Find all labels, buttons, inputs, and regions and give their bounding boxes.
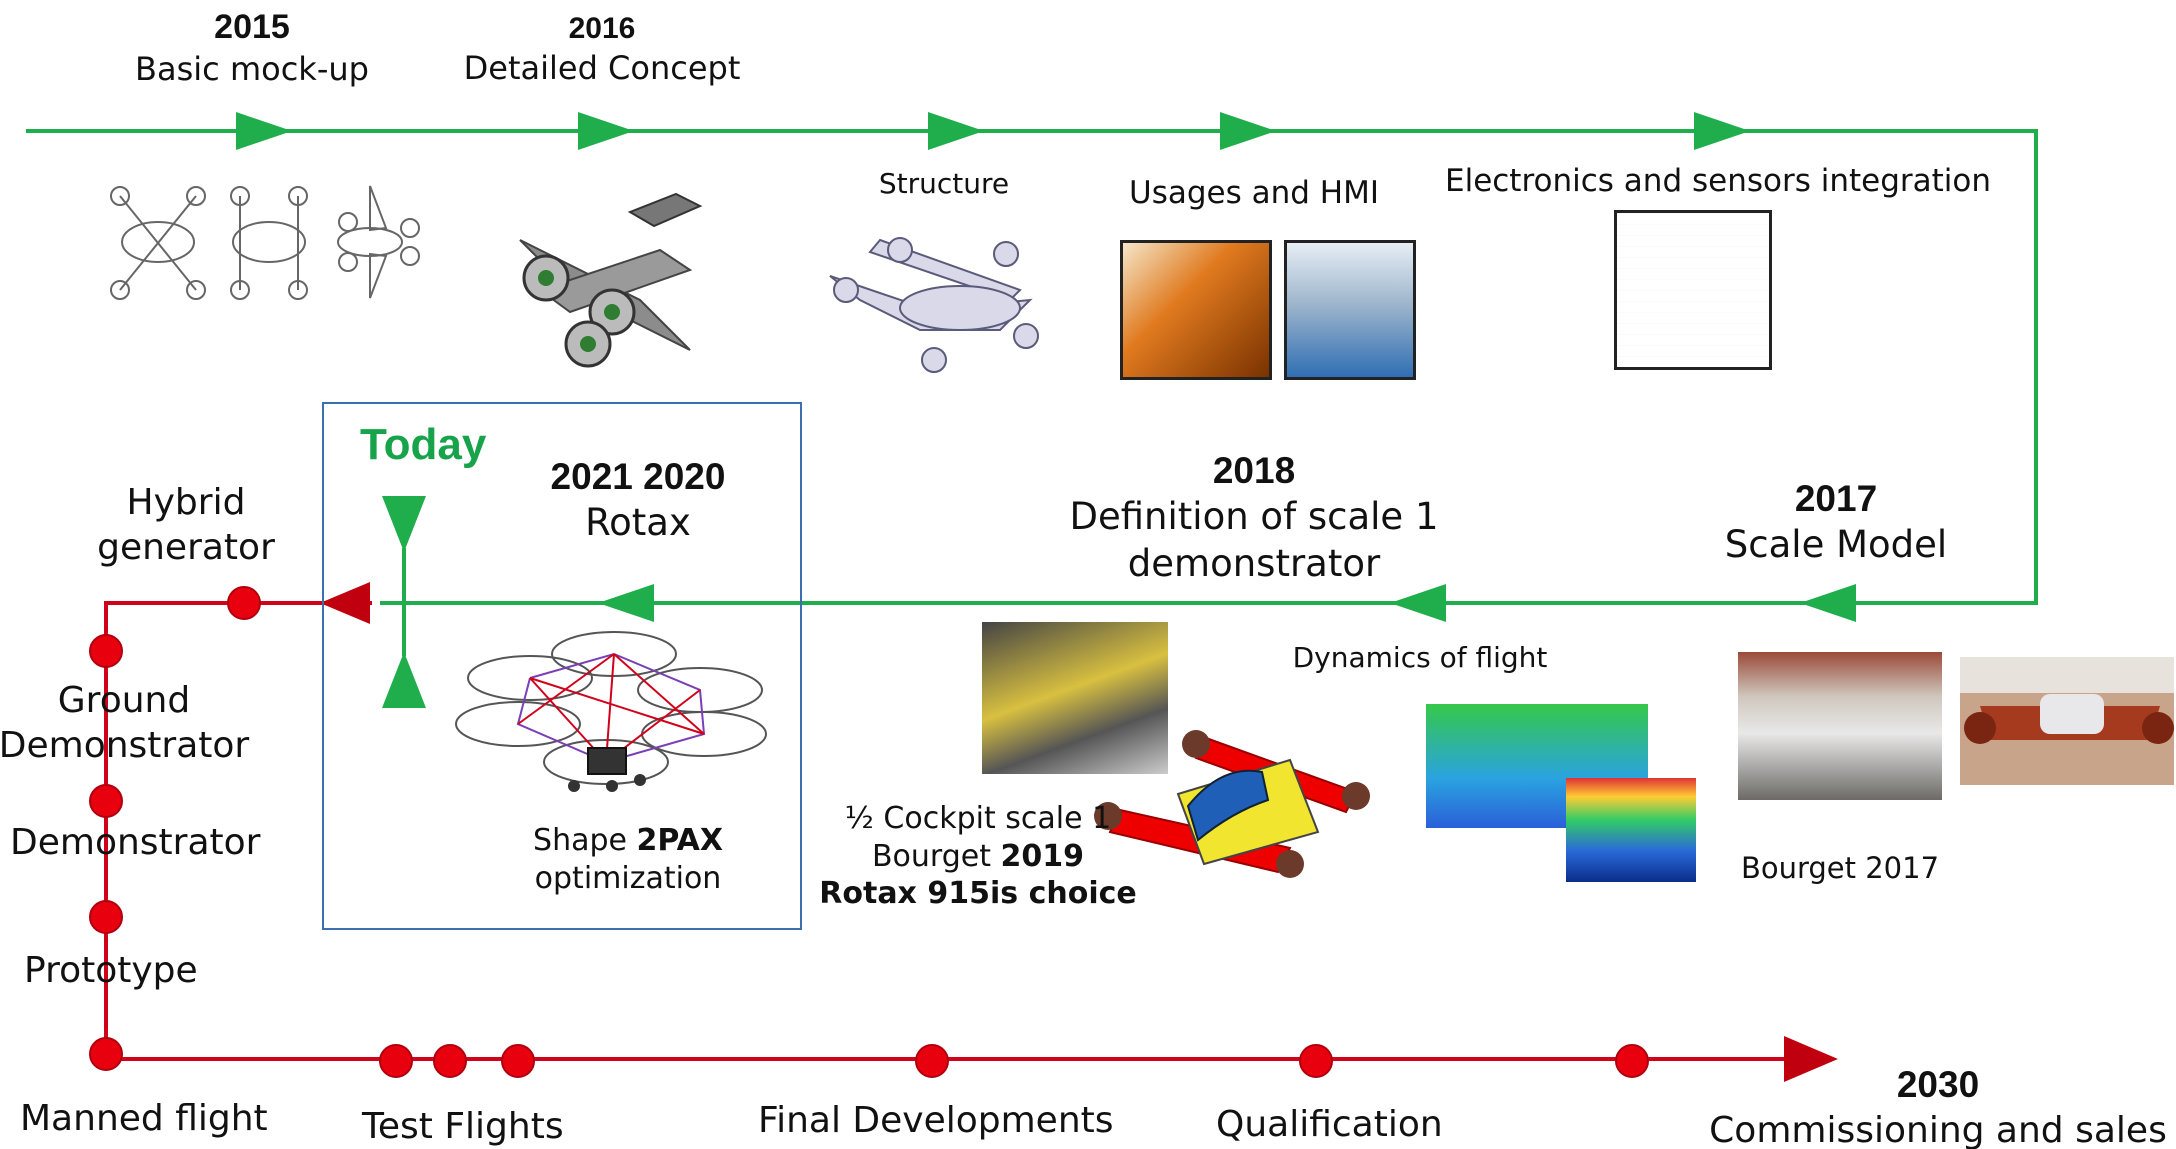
scale1-demonstrator-render <box>1094 730 1370 878</box>
scale-model-photo <box>1960 657 2174 785</box>
cockpit-photo <box>982 622 1168 774</box>
green-timeline <box>26 129 2038 605</box>
dot-test-2 <box>433 1044 467 1078</box>
cockpit-line1: ½ Cockpit scale 1 <box>844 801 1112 836</box>
cockpit-line3: Rotax 915is choice <box>819 876 1137 911</box>
electronics-schematic <box>1614 210 1772 370</box>
milestone-2016: 2016 Detailed Concept <box>464 10 741 88</box>
test-flights-label: Test Flights <box>362 1106 564 1147</box>
qualification-label: Qualification <box>1216 1104 1443 1145</box>
demonstrator-label: Demonstrator <box>10 822 261 863</box>
dot-prototype <box>89 900 123 934</box>
shape-optimization-label: Shape 2PAX optimization <box>533 822 723 897</box>
dot-test-1 <box>379 1044 413 1078</box>
red-dots <box>89 586 1649 1078</box>
milestone-2018: 2018 Definition of scale 1 demonstrator <box>1070 448 1439 587</box>
concept-plane <box>519 192 703 368</box>
structure-wireframe <box>829 237 1039 373</box>
milestone-2021-label: Rotax <box>585 501 691 545</box>
shape-optimization-drone <box>455 631 767 792</box>
shape-line2: optimization <box>534 860 722 896</box>
arrow-right-4 <box>1220 112 1276 150</box>
dot-qualification <box>1299 1044 1333 1078</box>
hybrid-line2: generator <box>97 527 275 568</box>
dot-test-3 <box>501 1044 535 1078</box>
today-highlight-box <box>322 402 802 930</box>
red-arrow-left <box>320 582 370 624</box>
arrow-left-1 <box>1800 584 1856 622</box>
milestone-2017: 2017 Scale Model <box>1725 476 1947 569</box>
arrow-left-3 <box>598 584 654 622</box>
green-arrows <box>236 112 1856 708</box>
today-marker-bottom <box>382 652 426 708</box>
cockpit-line2-prefix: Bourget <box>871 838 1001 874</box>
shape-prefix: Shape <box>533 823 637 858</box>
milestone-2017-label: Scale Model <box>1724 523 1948 567</box>
usages-hmi-image-cockpit <box>1284 240 1416 380</box>
ground-line1: Ground <box>57 680 191 721</box>
arrow-right-3 <box>928 112 984 150</box>
dot-final <box>915 1044 949 1078</box>
milestone-2030: 2030 Commissioning and sales <box>1709 1062 2167 1149</box>
milestone-2016-year: 2016 <box>568 12 636 45</box>
usages-hmi-label: Usages and HMI <box>1129 175 1379 211</box>
manned-flight-label: Manned flight <box>20 1098 268 1139</box>
ground-line2: Demonstrator <box>0 725 250 766</box>
milestone-2015-label: Basic mock-up <box>135 49 369 88</box>
cfd-image-2 <box>1566 778 1696 882</box>
milestone-2021: 2021 2020 Rotax <box>551 454 726 547</box>
today-marker-top <box>382 496 426 552</box>
bourget-2017-photo <box>1738 652 1942 800</box>
arrow-right-5 <box>1694 112 1750 150</box>
dot-2030 <box>1615 1044 1649 1078</box>
cockpit-line2-bold: 2019 <box>1000 838 1085 874</box>
milestone-2016-label: Detailed Concept <box>463 48 741 87</box>
milestone-2017-year: 2017 <box>1794 478 1878 519</box>
cockpit-label: ½ Cockpit scale 1 Bourget 2019 Rotax 915… <box>819 800 1136 913</box>
arrow-right-1 <box>236 112 292 150</box>
arrow-left-2 <box>1390 584 1446 622</box>
dot-hybrid <box>227 586 261 620</box>
dynamics-label: Dynamics of flight <box>1292 641 1548 674</box>
milestone-2018-line1: Definition of scale 1 <box>1069 495 1439 539</box>
milestone-2030-year: 2030 <box>1896 1064 1980 1105</box>
red-arrow-right <box>1784 1036 1838 1082</box>
milestone-2030-label: Commissioning and sales <box>1709 1110 2167 1149</box>
usages-hmi-image-seats <box>1120 240 1272 380</box>
milestone-2018-year: 2018 <box>1212 450 1296 491</box>
today-label: Today <box>360 420 487 469</box>
milestone-2015: 2015 Basic mock-up <box>135 6 369 89</box>
milestone-2015-year: 2015 <box>214 8 290 46</box>
bourget-2017-label: Bourget 2017 <box>1740 851 1940 885</box>
final-developments-label: Final Developments <box>758 1100 1114 1141</box>
milestone-2018-line2: demonstrator <box>1127 541 1381 585</box>
hybrid-line1: Hybrid <box>126 482 246 523</box>
hybrid-generator-label: Hybrid generator <box>97 480 275 570</box>
electronics-label: Electronics and sensors integration <box>1444 163 1992 199</box>
dot-manned <box>89 1037 123 1071</box>
shape-bold: 2PAX <box>636 823 723 858</box>
dot-demonstrator <box>89 784 123 818</box>
ground-demonstrator-label: Ground Demonstrator <box>0 678 249 768</box>
dot-ground <box>89 634 123 668</box>
arrow-right-2 <box>578 112 634 150</box>
milestone-2021-years: 2021 2020 <box>550 456 726 497</box>
prototype-label: Prototype <box>24 950 198 991</box>
mockup-sketches <box>110 185 420 300</box>
structure-label: Structure <box>878 167 1010 200</box>
